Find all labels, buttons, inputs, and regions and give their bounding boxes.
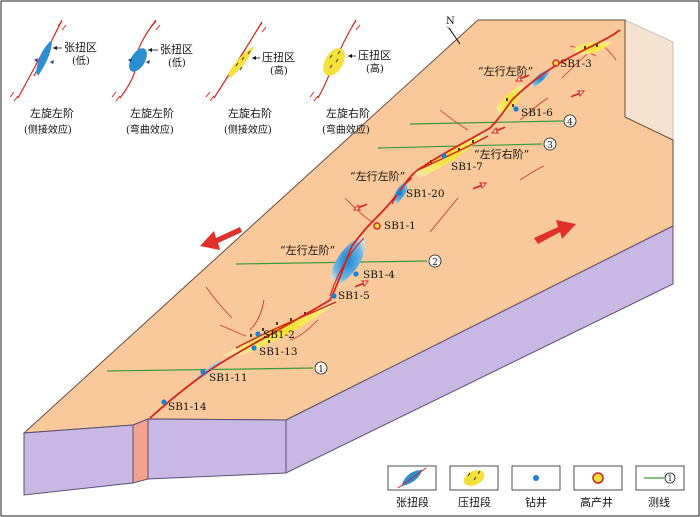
schematic-4: 压扭区 (高) 左旋右阶 (弯曲效应) [309,19,391,136]
main-strike-slip-fault [149,29,621,419]
fault-branch-4 [391,177,413,205]
survey-line-badges: 1 2 3 4 [314,114,577,375]
schematic-legend: 张扭区 (低) 左旋左阶 (侧接效应) 张扭区 (低) 左旋左阶 (弯曲效应) [9,19,391,136]
schematic-2-zone: 张扭区 [160,42,193,56]
schematic-2-caption: 左旋左阶 [130,106,174,120]
well-label: SB1-5 [338,290,370,302]
high-yield-well-icon [592,472,604,484]
tension-zone-sb1-3 [530,68,552,88]
schematic-1-note: (低) [72,54,90,67]
well-marker [396,190,402,196]
survey-line-1-number: 1 [318,365,324,375]
schematic-1: 张扭区 (低) 左旋左阶 (侧接效应) [9,19,97,136]
survey-line-4-number: 4 [567,118,573,128]
schematic-3-caption: 左旋右阶 [228,106,272,120]
wells-layer: SB1-3SB1-6SB1-7SB1-20SB1-1SB1-4SB1-5SB1-… [161,58,592,413]
well-marker [255,331,261,337]
survey-line-2-number: 2 [432,258,438,268]
well-label: SB1-13 [259,346,298,358]
schematic-3-sub: (侧接效应) [224,123,272,136]
well-marker [161,399,167,405]
well-label: SB1-3 [560,58,592,70]
fault-branch-3 [329,237,365,297]
well-marker [552,59,560,67]
well-label: SB1-1 [384,220,416,232]
legend-label-survey: 测线 [648,495,670,509]
well-marker [373,222,381,230]
survey-line-3-number: 3 [547,141,553,151]
legend-label-compression: 压扭段 [458,495,491,509]
well-marker [200,369,206,375]
step-label-3: “左行左阶” [350,169,405,183]
schematic-4-zone: 压扭区 [358,48,391,62]
well-icon [533,475,539,481]
well-label: SB1-11 [209,372,248,384]
survey-line-4 [409,120,564,125]
survey-line-2 [235,260,428,265]
schematic-4-sub: (弯曲效应) [322,123,370,136]
legend-label-well: 钻井 [525,495,547,509]
well-marker [441,153,447,159]
step-label-2: “左行右阶” [474,147,529,161]
well-marker [251,345,257,351]
tension-zone-sb1-4 [330,236,365,284]
well-marker [353,271,359,277]
slab-back-step [624,19,674,141]
fault-branch-1 [235,301,337,349]
slab-front-face-right [147,418,287,480]
well-label: SB1-2 [263,329,295,341]
schematic-3-note: (高) [270,64,288,77]
well-marker [331,293,337,299]
schematic-3: 压扭区 (高) 左旋右阶 (侧接效应) [205,21,295,136]
step-labels: “左行左阶” “左行右阶” “左行左阶” “左行左阶” [280,64,533,257]
schematic-4-caption: 左旋右阶 [326,106,370,120]
shear-arrows [352,74,586,288]
fault-branch-2 [417,135,489,171]
regional-shear-arrows [200,220,576,250]
schematic-2-sub: (弯曲效应) [126,123,174,136]
well-label: SB1-6 [521,107,553,119]
secondary-fractures [205,41,617,341]
schematic-1-zone: 张扭区 [64,40,97,54]
well-label: SB1-7 [451,161,483,173]
schematic-3-zone: 压扭区 [262,50,295,64]
arrow-right-block-icon [534,220,576,244]
schematic-1-sub: (侧接效应) [24,123,72,136]
step-label-1: “左行左阶” [478,64,533,78]
slab-front-face-left [23,424,134,496]
compression-zone-sb1-6 [496,84,524,116]
schematic-1-caption: 左旋左阶 [30,106,74,120]
slab [22,19,674,496]
svg-text:1: 1 [667,474,672,483]
legend-label-high-yield: 高产井 [580,495,613,509]
legend-label-tension: 张扭段 [396,495,429,509]
schematic-2: 张扭区 (低) 左旋左阶 (弯曲效应) [111,19,193,136]
north-arrow: N [446,16,461,45]
well-marker [513,106,519,112]
well-label: SB1-20 [406,188,445,200]
map-legend: 张扭段 压扭段 钻井 高产井 1 测线 [387,465,685,509]
step-label-4: “左行左阶” [280,243,335,257]
well-label: SB1-14 [168,401,207,413]
well-label: SB1-4 [363,269,395,281]
slab-right-side [285,225,674,474]
north-label: N [446,16,455,27]
arrow-left-block-icon [200,227,242,250]
schematic-4-note: (高) [366,62,384,75]
compression-zone-sb1-7 [412,130,488,178]
fault-face [132,418,149,484]
schematic-2-note: (低) [168,56,186,69]
